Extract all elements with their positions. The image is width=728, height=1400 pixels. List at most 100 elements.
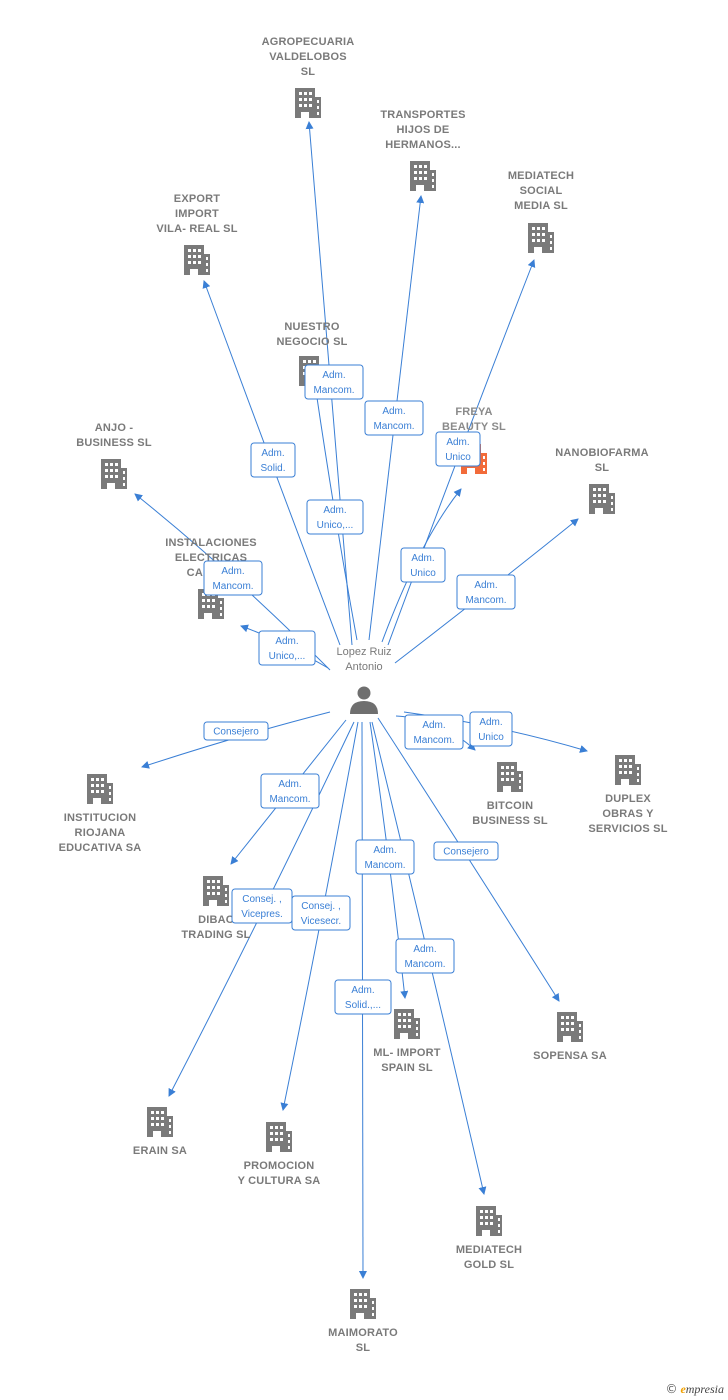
company-label[interactable]: VILA- REAL SL (156, 223, 237, 235)
relation-text[interactable]: Adm. (474, 580, 497, 591)
company-label[interactable]: MAIMORATO (328, 1327, 398, 1339)
relation-text[interactable]: Unico,... (317, 520, 354, 531)
building-icon[interactable] (410, 161, 436, 191)
company-label[interactable]: NEGOCIO SL (276, 336, 347, 348)
relation-label-anjo[interactable]: Adm.Mancom. (203, 560, 263, 596)
relation-text[interactable]: Adm. (322, 370, 345, 381)
relation-text[interactable]: Vicesecr. (301, 916, 341, 927)
relation-text[interactable]: Adm. (278, 779, 301, 790)
company-label[interactable]: OBRAS Y (602, 808, 654, 820)
relation-text[interactable]: Solid. (260, 463, 285, 474)
relation-text[interactable]: Consejero (443, 847, 489, 858)
building-icon[interactable] (394, 1009, 420, 1039)
relation-text[interactable]: Adm. (413, 944, 436, 955)
relation-text[interactable]: Adm. (479, 717, 502, 728)
company-label[interactable]: SOPENSA SA (533, 1050, 607, 1062)
company-label[interactable]: EXPORT (174, 193, 221, 205)
relation-text[interactable]: Mancom. (373, 421, 414, 432)
company-label[interactable]: GOLD SL (464, 1259, 514, 1271)
building-icon[interactable] (203, 876, 229, 906)
company-node-freya[interactable]: FREYA BEAUTY SL (442, 406, 506, 474)
company-label[interactable]: SPAIN SL (381, 1062, 433, 1074)
company-label[interactable]: ERAIN SA (133, 1145, 187, 1157)
relation-label-agropecuaria[interactable]: Adm. Mancom. (304, 364, 364, 400)
relation-text[interactable]: Mancom. (212, 581, 253, 592)
company-label[interactable]: SERVICIOS SL (588, 823, 667, 835)
company-node-export[interactable]: EXPORT IMPORT VILA- REAL SL (156, 193, 237, 275)
relation-text[interactable]: Unico (410, 568, 436, 579)
company-node-nuestro[interactable]: NUESTRO NEGOCIO SL (276, 321, 347, 386)
relation-label-ml_import[interactable]: Adm. Mancom. (355, 839, 415, 875)
company-label[interactable]: IMPORT (175, 208, 219, 220)
relation-text[interactable]: Unico (445, 452, 471, 463)
company-label[interactable]: FREYA (455, 406, 492, 418)
company-node-erain[interactable]: ERAIN SA (133, 1107, 187, 1157)
relation-text[interactable]: Mancom. (413, 735, 454, 746)
building-icon[interactable] (557, 1012, 583, 1042)
company-label[interactable]: NUESTRO (284, 321, 339, 333)
relation-text[interactable]: Adm. (261, 448, 284, 459)
company-label[interactable]: SOCIAL (520, 185, 563, 197)
company-node-mediatech_gold[interactable]: MEDIATECH GOLD SL (456, 1206, 522, 1271)
company-label[interactable]: VALDELOBOS (269, 51, 347, 63)
relation-text[interactable]: Mancom. (465, 595, 506, 606)
relation-label-mediatech_gold[interactable]: Adm. Mancom. (395, 938, 455, 974)
relation-text[interactable]: Unico (478, 732, 504, 743)
company-label[interactable]: DIBAC (198, 914, 234, 926)
relation-text[interactable]: Vicepres. (241, 909, 283, 920)
company-node-promocion[interactable]: PROMOCION Y CULTURA SA (238, 1122, 321, 1187)
building-icon[interactable] (266, 1122, 292, 1152)
company-label[interactable]: NANOBIOFARMA (555, 447, 648, 459)
relation-text[interactable]: Consej. , (301, 901, 340, 912)
relation-label-nanobiofarma[interactable]: Adm. Mancom. (456, 574, 516, 610)
relation-label-erain[interactable]: Consej. ,Vicepres. (231, 888, 293, 924)
building-icon[interactable] (147, 1107, 173, 1137)
building-icon[interactable] (497, 762, 523, 792)
relation-text[interactable]: Mancom. (269, 794, 310, 805)
relation-label-maimorato[interactable]: Adm.Solid.,... (334, 979, 392, 1015)
building-icon[interactable] (528, 223, 554, 253)
relation-text[interactable]: Adm. (382, 406, 405, 417)
company-label[interactable]: SL (301, 66, 316, 78)
company-label[interactable]: TRADING SL (181, 929, 250, 941)
relation-text[interactable]: Adm. (373, 845, 396, 856)
building-icon[interactable] (87, 774, 113, 804)
company-node-anjo[interactable]: ANJO - BUSINESS SL (76, 422, 152, 489)
relation-label-freya[interactable]: Adm. Unico (435, 431, 481, 467)
company-label[interactable]: AGROPECUARIA (262, 36, 355, 48)
company-node-sopensa[interactable]: SOPENSA SA (533, 1012, 607, 1062)
person-label[interactable]: Lopez Ruiz (336, 646, 391, 658)
relation-label-transportes[interactable]: Adm. Mancom. (364, 400, 424, 436)
company-node-duplex[interactable]: DUPLEX OBRAS Y SERVICIOS SL (588, 755, 667, 835)
relation-text[interactable]: Adm. (323, 505, 346, 516)
relation-label-nuestro[interactable]: Adm. Unico,... (306, 499, 364, 535)
building-icon[interactable] (589, 484, 615, 514)
company-label[interactable]: MEDIATECH (456, 1244, 522, 1256)
relation-text[interactable]: Adm. (446, 437, 469, 448)
relation-label-bitcoin[interactable]: Adm.Mancom. (404, 714, 464, 750)
relation-label-instalaciones[interactable]: Adm.Unico,... (258, 630, 316, 666)
company-label[interactable]: BUSINESS SL (472, 815, 548, 827)
company-label[interactable]: MEDIATECH (508, 170, 574, 182)
relation-text[interactable]: Mancom. (364, 860, 405, 871)
company-label[interactable]: PROMOCION (244, 1160, 315, 1172)
company-label[interactable]: BUSINESS SL (76, 437, 152, 449)
relation-text[interactable]: Mancom. (404, 959, 445, 970)
company-label[interactable]: ANJO - (95, 422, 134, 434)
relation-text[interactable]: Mancom. (313, 385, 354, 396)
building-icon[interactable] (101, 459, 127, 489)
company-label[interactable]: Y CULTURA SA (238, 1175, 321, 1187)
person-label[interactable]: Antonio (345, 661, 382, 673)
relation-text[interactable]: Adm. (275, 636, 298, 647)
relation-label-export[interactable]: Adm. Solid. (250, 442, 296, 478)
company-label[interactable]: BEAUTY SL (442, 421, 506, 433)
company-node-dibac[interactable]: DIBAC TRADING SL (181, 876, 250, 941)
building-icon[interactable] (295, 88, 321, 118)
relation-text[interactable]: Adm. (351, 985, 374, 996)
relation-label-promocion[interactable]: Consej. , Vicesecr. (291, 895, 351, 931)
company-label[interactable]: RIOJANA (75, 827, 126, 839)
company-label[interactable]: INSTALACIONES (165, 537, 257, 549)
company-label[interactable]: DUPLEX (605, 793, 651, 805)
